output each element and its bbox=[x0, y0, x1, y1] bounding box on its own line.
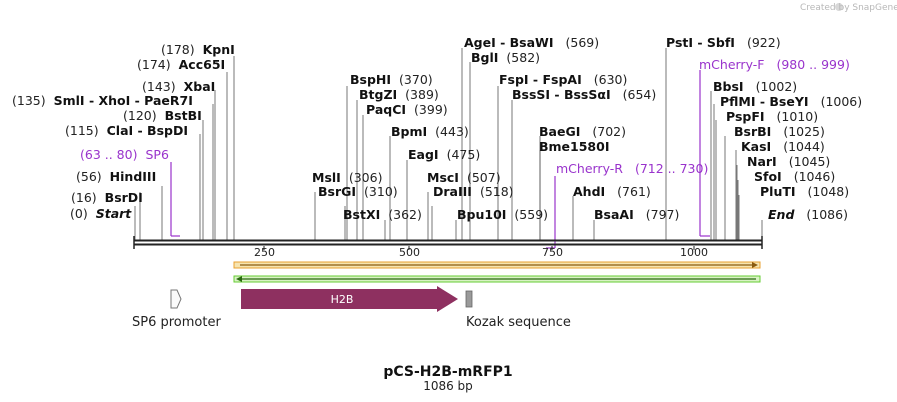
map-subtitle: 1086 bp bbox=[423, 379, 473, 393]
site-label: MslI(306) bbox=[312, 170, 382, 185]
restriction-sites: (178)KpnI (174)Acc65I (143)XbaI (135)Sml… bbox=[12, 35, 862, 222]
map-title: pCS-H2B-mRFP1 bbox=[383, 364, 512, 380]
site-label: BglI(582) bbox=[471, 50, 540, 65]
site-label: BsaAI(797) bbox=[594, 207, 679, 222]
kozak-feature: Kozak sequence bbox=[465, 290, 571, 330]
sp6-promoter-label: SP6 promoter bbox=[132, 315, 221, 330]
site-label: PspFI(1010) bbox=[726, 109, 818, 124]
site-label: BsrBI(1025) bbox=[734, 124, 825, 139]
primer-label-sp6: (63 .. 80)SP6 bbox=[80, 147, 169, 162]
h2b-feature: H2B bbox=[241, 286, 458, 312]
site-label: NarI(1045) bbox=[747, 154, 830, 169]
ruler-tick-label: 750 bbox=[542, 246, 563, 259]
promoter-arrow-icon bbox=[170, 289, 182, 309]
ruler-tick-label: 500 bbox=[399, 246, 420, 259]
site-label: FspI - FspAI(630) bbox=[499, 72, 627, 87]
site-label: (115)ClaI - BspDI bbox=[65, 123, 188, 138]
site-label: SfoI(1046) bbox=[754, 169, 835, 184]
h2b-label: H2B bbox=[331, 293, 354, 306]
site-label: (16)BsrDI bbox=[71, 190, 143, 205]
site-label: AgeI - BsaWI(569) bbox=[464, 35, 599, 50]
site-label: PflMI - BseYI(1006) bbox=[720, 94, 862, 109]
primer-label-mcherry-r: mCherry-R(712 .. 730) bbox=[556, 161, 708, 176]
site-label: (120)BstBI bbox=[123, 108, 202, 123]
snapgene-credit: Created by SnapGene bbox=[800, 3, 897, 13]
site-leader-lines bbox=[134, 48, 763, 240]
primer-labels: (63 .. 80)SP6 mCherry-R(712 .. 730) mChe… bbox=[80, 57, 850, 176]
dna-backbone bbox=[133, 236, 763, 250]
sp6-promoter-feature: SP6 promoter bbox=[132, 289, 221, 330]
site-label: Bpu10I(559) bbox=[457, 207, 548, 222]
site-label: BbsI(1002) bbox=[713, 79, 797, 94]
site-label: (174)Acc65I bbox=[137, 57, 225, 72]
site-label: BpmI(443) bbox=[391, 124, 469, 139]
site-label: BaeGI(702) bbox=[539, 124, 626, 139]
site-label: EagI(475) bbox=[408, 147, 480, 162]
site-label: PaqCI(399) bbox=[366, 102, 448, 117]
site-label: (178)KpnI bbox=[161, 42, 235, 57]
credit-text: Created by SnapGene bbox=[800, 3, 897, 13]
orange-strand-arrow bbox=[233, 261, 761, 269]
site-label: BsrGI(310) bbox=[318, 184, 398, 199]
green-strand-arrow bbox=[233, 275, 761, 283]
site-label: MscI(507) bbox=[427, 170, 501, 185]
site-label: (143)XbaI bbox=[142, 79, 215, 94]
site-label: BspHI(370) bbox=[350, 72, 433, 87]
site-label: (56)HindIII bbox=[76, 169, 156, 184]
ruler-labels: 250 500 750 1000 bbox=[254, 246, 708, 259]
kozak-label: Kozak sequence bbox=[466, 315, 571, 330]
site-label: KasI(1044) bbox=[741, 139, 825, 154]
primer-markers bbox=[170, 70, 710, 249]
site-label: BssSI - BssSαI(654) bbox=[512, 87, 656, 102]
ruler-tick-label: 250 bbox=[254, 246, 275, 259]
end-label: End(1086) bbox=[768, 207, 848, 222]
site-label: BtgZI(389) bbox=[359, 87, 439, 102]
site-label: AhdI(761) bbox=[573, 184, 651, 199]
site-label: DraIII(518) bbox=[433, 184, 514, 199]
start-label: (0)Start bbox=[70, 206, 132, 221]
primer-label-mcherry-f: mCherry-F(980 .. 999) bbox=[699, 57, 850, 72]
snapgene-logo-icon bbox=[835, 3, 843, 11]
site-label: Bme1580I bbox=[539, 139, 609, 154]
site-label: PstI - SbfI(922) bbox=[666, 35, 781, 50]
site-label: (135)SmlI - XhoI - PaeR7I bbox=[12, 93, 193, 108]
ruler-tick-label: 1000 bbox=[680, 246, 708, 259]
site-label: PluTI(1048) bbox=[760, 184, 849, 199]
site-label: BstXI(362) bbox=[343, 207, 422, 222]
